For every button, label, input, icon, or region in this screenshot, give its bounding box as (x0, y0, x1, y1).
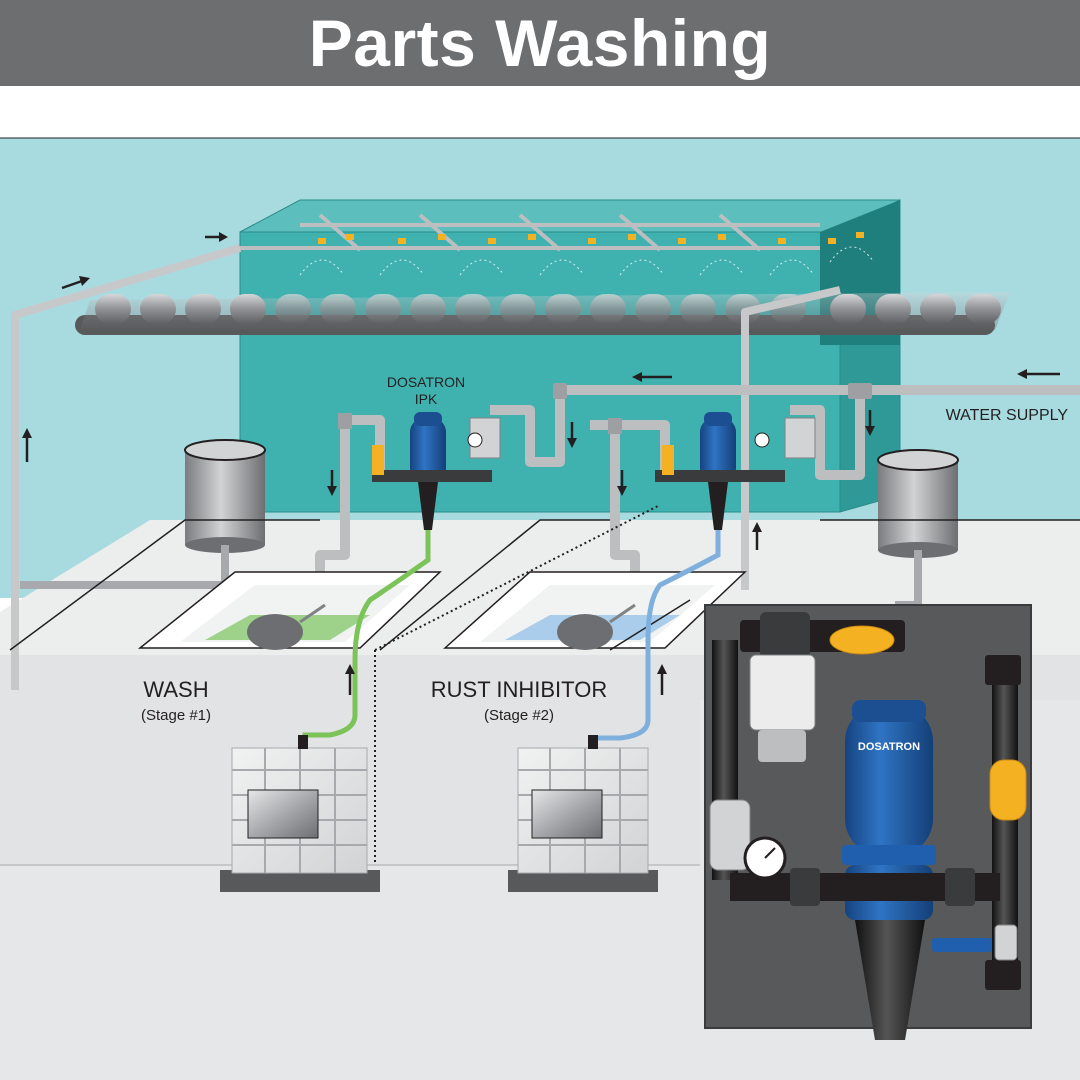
water-supply-label: WATER SUPPLY (946, 407, 1069, 424)
return-pipes (11, 244, 841, 690)
spray-nozzles (318, 232, 864, 244)
rust-suction-tube (592, 530, 721, 748)
drum-left (20, 439, 266, 589)
blue-valve-handle (932, 938, 992, 952)
floor-outlines (9, 519, 1080, 651)
tote-rust (508, 735, 658, 892)
page-title: Parts Washing (308, 6, 772, 80)
pipe-fittings (338, 383, 872, 434)
wash-stage-label: (Stage #1) (141, 707, 211, 724)
dosatron-label: DOSATRON (387, 374, 465, 390)
dosatron-unit-stage2 (655, 412, 816, 530)
ipk-label: IPK (415, 391, 438, 407)
conveyor-rollers (75, 292, 1010, 335)
stage-divider-floor (374, 504, 661, 651)
spray-headers (235, 213, 820, 252)
dosatron-unit-stage1 (372, 412, 501, 530)
dosatron-logo-text: DOSATRON (858, 741, 920, 753)
wash-tank (137, 571, 442, 650)
yellow-valve-side (989, 759, 1027, 821)
booth-top (239, 199, 901, 233)
rust-inhibitor-label: RUST INHIBITOR (431, 677, 607, 702)
tote-wash (220, 735, 380, 892)
wash-suction-tube (302, 530, 431, 745)
wash-label: WASH (143, 677, 208, 702)
inset-panel: DOSATRON (704, 604, 1032, 1040)
title-bar: Parts Washing (0, 0, 1080, 86)
water-spray (299, 246, 875, 276)
rust-stage-label: (Stage #2) (484, 707, 554, 724)
drum-right (877, 449, 959, 609)
yellow-valve-top (829, 625, 895, 655)
flow-arrows (22, 232, 1060, 695)
